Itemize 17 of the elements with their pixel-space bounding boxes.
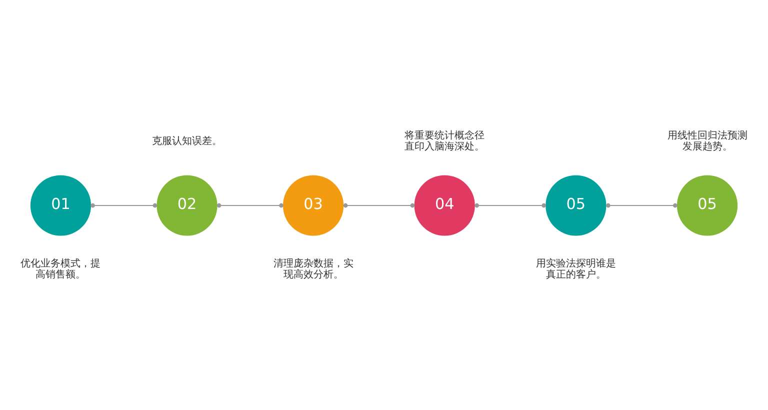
node-circle: 05 xyxy=(546,174,606,236)
node-label: 清理庞杂数据，实现高效分析。 xyxy=(273,258,354,280)
connector xyxy=(474,202,546,208)
connector xyxy=(90,202,158,208)
node-label: 用线性回归法预测发展趋势。 xyxy=(667,130,748,152)
node-circle: 02 xyxy=(156,174,218,236)
node-circle: 05 xyxy=(676,174,738,236)
node-circle: 03 xyxy=(282,174,344,236)
node-circle: 01 xyxy=(30,174,92,236)
connector xyxy=(606,202,678,208)
node-circle: 04 xyxy=(414,174,475,236)
node-label: 将重要统计概念径直印入脑海深处。 xyxy=(404,130,485,152)
connector xyxy=(343,202,415,208)
node-label: 优化业务模式，提高销售额。 xyxy=(20,258,101,280)
connector xyxy=(216,202,284,208)
node-label: 克服认知误差。 xyxy=(152,136,222,147)
node-label: 用实验法探明谁是真正的客户。 xyxy=(536,258,616,280)
